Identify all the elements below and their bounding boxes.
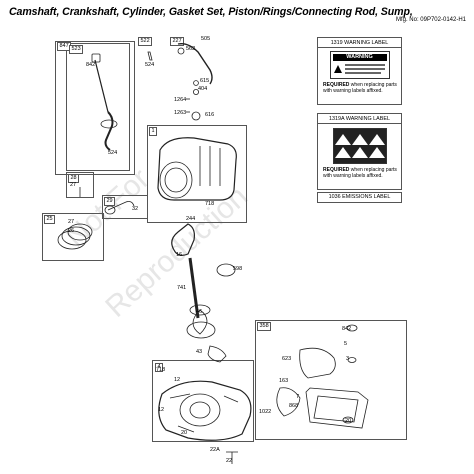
label-header-1319: 1319 WARNING LABEL bbox=[318, 38, 401, 48]
tag-1: 1 bbox=[149, 127, 158, 136]
part-1022: 1022 bbox=[259, 409, 272, 415]
part-244: 244 bbox=[186, 216, 196, 222]
part-12-a: 12 bbox=[174, 377, 181, 383]
warning-label-image-1319a bbox=[332, 128, 387, 164]
label-text-lines bbox=[344, 68, 385, 70]
part-12-b: 12 bbox=[158, 407, 165, 413]
tag-25: 25 bbox=[44, 215, 56, 224]
part-1264: 1264 bbox=[174, 97, 187, 103]
label-header-1036: 1036 EMISSIONS LABEL bbox=[328, 194, 391, 200]
part-842: 842 bbox=[86, 62, 96, 68]
part-616: 616 bbox=[205, 112, 215, 118]
label-text-lines bbox=[344, 72, 381, 74]
label-box-1319a: 1319A WARNING LABEL REQUIRED when replac… bbox=[317, 113, 402, 190]
part-1263: 1263 bbox=[174, 110, 187, 116]
group-box-4 bbox=[152, 360, 254, 442]
part-598: 598 bbox=[233, 266, 243, 272]
part-404: 404 bbox=[198, 86, 208, 92]
part-615: 615 bbox=[200, 78, 210, 84]
part-16: 16 bbox=[176, 252, 183, 258]
part-32: 32 bbox=[132, 206, 139, 212]
part-163: 163 bbox=[279, 378, 289, 384]
part-623: 623 bbox=[282, 356, 292, 362]
group-box-847 bbox=[55, 41, 135, 175]
tag-358: 358 bbox=[257, 322, 272, 331]
part-524-b: 524 bbox=[145, 62, 155, 68]
part-505: 505 bbox=[201, 36, 211, 42]
group-box-25 bbox=[42, 213, 104, 261]
required-text: when replacing parts with warning labels… bbox=[323, 167, 397, 179]
warning-pictograms-icon bbox=[334, 134, 385, 158]
part-842-b: 842 bbox=[342, 326, 352, 332]
part-20-a: 20 bbox=[345, 418, 352, 424]
group-box-29 bbox=[102, 195, 148, 219]
tag-227: 227 bbox=[170, 37, 185, 46]
part-7: 7 bbox=[296, 394, 300, 400]
part-27-b: 27 bbox=[68, 219, 75, 225]
part-868: 868 bbox=[289, 403, 299, 409]
page-title: Camshaft, Crankshaft, Cylinder, Gasket S… bbox=[9, 6, 413, 18]
part-20-b: 20 bbox=[181, 430, 188, 436]
warning-label-title: WARNING bbox=[332, 54, 387, 61]
part-43: 43 bbox=[196, 349, 203, 355]
tag-29: 29 bbox=[104, 197, 116, 206]
required-note-1319: REQUIRED when replacing parts with warni… bbox=[318, 79, 401, 96]
part-46: 46 bbox=[196, 309, 203, 315]
part-5: 5 bbox=[344, 341, 348, 347]
group-box-28 bbox=[66, 172, 94, 198]
tag-28: 28 bbox=[68, 174, 80, 183]
mfg-number: Mfg. No: 09P702-0142-H1 bbox=[395, 17, 466, 23]
required-text: when replacing parts with warning labels… bbox=[323, 82, 397, 94]
group-box-523 bbox=[66, 43, 130, 171]
part-562: 562 bbox=[186, 46, 196, 52]
required-note-1319a: REQUIRED when replacing parts with warni… bbox=[318, 164, 401, 181]
required-bold: REQUIRED bbox=[323, 167, 350, 173]
part-718-b: 718 bbox=[156, 367, 166, 373]
part-22a: 22A bbox=[210, 447, 220, 453]
label-box-1036: 1036 EMISSIONS LABEL bbox=[317, 192, 402, 203]
part-741: 741 bbox=[177, 285, 187, 291]
tag-522: 522 bbox=[138, 37, 153, 46]
part-27-a: 27 bbox=[70, 182, 77, 188]
warning-triangle-icon bbox=[333, 65, 342, 73]
part-26: 26 bbox=[68, 228, 75, 234]
label-box-1319: 1319 WARNING LABEL WARNING REQUIRED when… bbox=[317, 37, 402, 105]
label-header-1319a: 1319A WARNING LABEL bbox=[318, 114, 401, 124]
tag-523: 523 bbox=[69, 45, 84, 54]
tag-4: 4 bbox=[155, 363, 164, 372]
label-text-lines bbox=[344, 64, 385, 66]
group-box-1 bbox=[147, 125, 247, 223]
part-718-a: 718 bbox=[205, 201, 215, 207]
part-22: 22 bbox=[226, 458, 233, 464]
group-box-358 bbox=[255, 320, 407, 440]
required-bold: REQUIRED bbox=[323, 82, 350, 88]
warning-label-image-1319: WARNING bbox=[329, 51, 390, 79]
part-3: 3 bbox=[346, 356, 350, 362]
part-524-a: 524 bbox=[108, 150, 118, 156]
